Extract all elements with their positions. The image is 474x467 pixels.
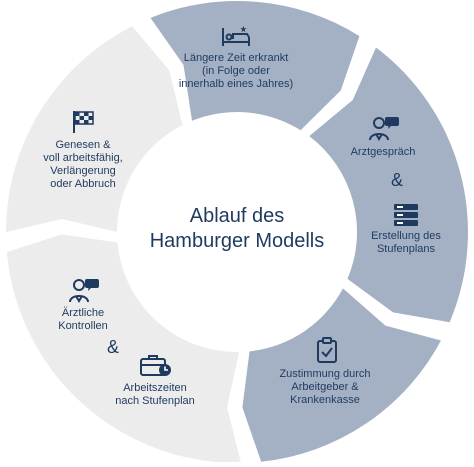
step-hours-line1: Arbeitszeiten [123,382,187,394]
doctor-chat-icon [69,279,99,303]
ampersand-left: & [106,337,120,357]
step-checks-line2: Kontrollen [58,320,108,332]
bed-icon [222,26,250,46]
center-title: Ablauf des Hamburger Modells [117,204,357,254]
step-doctor-label: Arztgespräch [351,146,416,159]
step-checks-label: Ärztliche Kontrollen [58,307,108,333]
step-checks-line1: Ärztliche [61,307,105,319]
step-hours-label: Arbeitszeiten nach Stufenplan [115,382,195,408]
segment-doctor [309,47,468,323]
step-end-line2: voll arbeitsfähig, [43,152,123,164]
finish-flag-icon [73,111,94,133]
step-sick-line2: (in Folge oder [202,65,270,77]
segment-checks [6,26,183,233]
step-sick-line3: innerhalb eines Jahres) [178,78,294,90]
step-doctor-line1: Arztgespräch [350,146,416,158]
server-stack-icon [394,204,418,226]
step-hours-line2: nach Stufenplan [115,395,195,407]
step-sick-label: Längere Zeit erkrankt (in Folge oder inn… [179,52,293,91]
doctor-chat-icon [369,117,399,141]
step-approval-line1: Zustimmung durch [279,368,371,380]
step-plan-line1: Erstellung des [371,230,441,242]
step-end-line3: Verlängerung [50,165,116,177]
step-plan-label: Erstellung des Stufenplans [371,230,441,256]
step-end-line1: Genesen & [55,139,111,151]
step-plan-line2: Stufenplans [376,243,436,255]
clipboard-check-icon [317,337,337,363]
center-title-line1: Ablauf des [189,205,285,227]
step-end-line4: oder Abbruch [50,178,116,190]
step-end-label: Genesen & voll arbeitsfähig, Verlängerun… [43,139,123,191]
step-approval-line3: Krankenkasse [290,394,360,406]
step-sick-line1: Längere Zeit erkrankt [183,52,289,64]
segment-hours [6,234,242,463]
step-approval-line2: Arbeitgeber & [291,381,359,393]
segment-approval [242,288,441,462]
briefcase-clock-icon [140,355,171,376]
step-approval-label: Zustimmung durch Arbeitgeber & Krankenka… [279,368,370,407]
ampersand-right: & [390,170,404,190]
segment-sick [150,0,360,131]
center-title-line2: Hamburger Modells [149,230,325,252]
